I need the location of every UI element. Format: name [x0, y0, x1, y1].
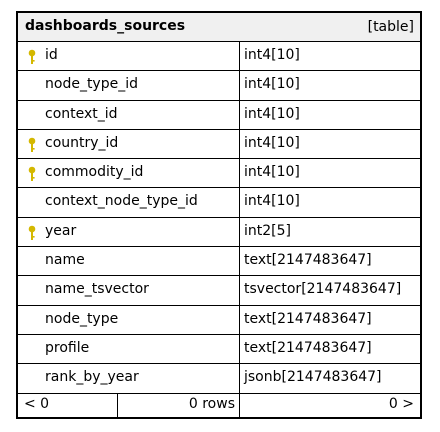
column-name-cell: context_id [18, 100, 240, 129]
column-type-cell: int4[10] [240, 188, 420, 216]
pagination-footer: < 0 0 rows 0 > [18, 394, 420, 417]
primary-key-icon [28, 225, 36, 240]
column-name-cell: year [18, 217, 240, 247]
column-name-cell: id [18, 42, 240, 71]
column-type-cell: text[2147483647] [240, 335, 420, 363]
next-page-label: 0 > [388, 396, 414, 412]
table-row[interactable]: country_id int4[10] [18, 129, 420, 160]
column-type: int4[10] [244, 47, 300, 63]
column-type-cell: int4[10] [240, 130, 420, 158]
column-name: profile [45, 339, 90, 356]
table-header: dashboards_sources [table] [18, 13, 420, 42]
column-name: context_node_type_id [45, 193, 198, 210]
column-type-cell: int4[10] [240, 159, 420, 187]
column-name-cell: country_id [18, 129, 240, 159]
table-row[interactable]: rank_by_year jsonb[2147483647] [18, 364, 420, 394]
column-type-cell: tsvector[2147483647] [240, 276, 420, 304]
row-count-label: 0 rows [188, 396, 235, 412]
next-page-button[interactable]: 0 > [240, 394, 420, 417]
table-row[interactable]: id int4[10] [18, 42, 420, 72]
column-name-cell: rank_by_year [18, 364, 240, 393]
primary-key-icon [28, 49, 36, 64]
column-type: text[2147483647] [244, 310, 372, 327]
column-type-cell: int4[10] [240, 101, 420, 129]
column-type: tsvector[2147483647] [244, 281, 402, 298]
table-row[interactable]: profile text[2147483647] [18, 334, 420, 365]
column-type: jsonb[2147483647] [244, 369, 382, 386]
column-name: context_id [45, 105, 118, 122]
column-name-cell: node_type_id [18, 71, 240, 100]
column-type: int4[10] [244, 134, 300, 151]
column-type-cell: int4[10] [240, 71, 420, 99]
column-name: id [45, 47, 58, 63]
column-type: int2[5] [244, 222, 291, 239]
table-row[interactable]: commodity_id int4[10] [18, 159, 420, 189]
column-type: int4[10] [244, 193, 300, 210]
previous-page-label: < 0 [24, 396, 50, 412]
table-row[interactable]: context_id int4[10] [18, 100, 420, 130]
column-type-cell: jsonb[2147483647] [240, 364, 420, 392]
column-name-cell: name [18, 247, 240, 276]
column-name-cell: commodity_id [18, 159, 240, 188]
column-type: text[2147483647] [244, 252, 372, 269]
column-name: commodity_id [45, 164, 144, 181]
column-name: name_tsvector [45, 281, 149, 298]
column-type: int4[10] [244, 76, 300, 93]
column-type-cell: text[2147483647] [240, 306, 420, 334]
column-name: year [45, 222, 77, 239]
table-row[interactable]: node_type_id int4[10] [18, 71, 420, 101]
previous-page-button[interactable]: < 0 [18, 394, 118, 417]
table-row[interactable]: name_tsvector tsvector[2147483647] [18, 276, 420, 306]
column-type-cell: text[2147483647] [240, 247, 420, 275]
column-type: int4[10] [244, 105, 300, 122]
table-row[interactable]: name text[2147483647] [18, 247, 420, 277]
column-type-cell: int2[5] [240, 218, 420, 246]
column-type-cell: int4[10] [240, 42, 420, 70]
column-type: text[2147483647] [244, 339, 372, 356]
primary-key-icon [28, 166, 36, 182]
column-name-cell: context_node_type_id [18, 188, 240, 217]
column-name-cell: name_tsvector [18, 276, 240, 305]
column-name-cell: profile [18, 334, 240, 364]
row-count: 0 rows [118, 394, 240, 417]
column-name-cell: node_type [18, 305, 240, 334]
primary-key-icon [28, 137, 36, 152]
table-row[interactable]: node_type text[2147483647] [18, 305, 420, 335]
column-name: name [45, 252, 85, 269]
table-kind-label: [table] [367, 19, 414, 35]
column-name: country_id [45, 134, 119, 151]
table-title: dashboards_sources [25, 18, 186, 34]
column-name: node_type_id [45, 76, 138, 93]
table-row[interactable]: year int2[5] [18, 217, 420, 248]
column-name: rank_by_year [45, 369, 139, 386]
column-type: int4[10] [244, 164, 300, 181]
table-row[interactable]: context_node_type_id int4[10] [18, 188, 420, 218]
column-name: node_type [45, 310, 119, 327]
